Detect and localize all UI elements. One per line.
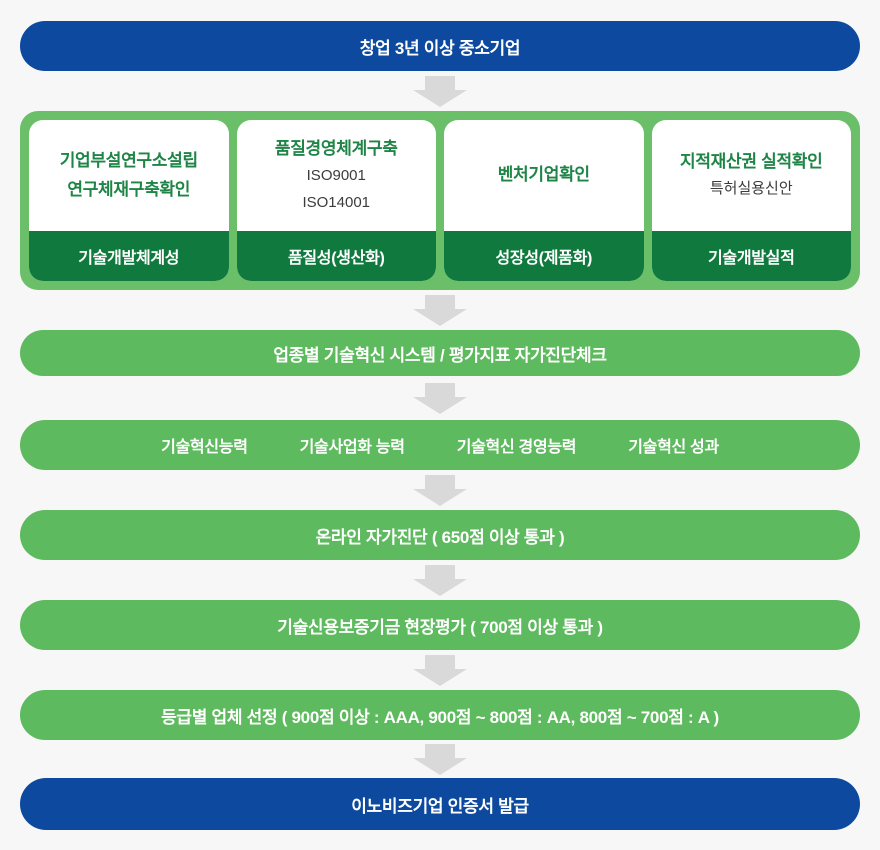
- step-pill-capabilities: 기술혁신능력 기술사업화 능력 기술혁신 경영능력 기술혁신 성과: [20, 420, 860, 470]
- card-subtitle: 특허실용신안: [709, 180, 793, 198]
- step-pill-grade-selection: 등급별 업체 선정 ( 900점 이상 : AAA, 900점 ~ 800점 :…: [20, 690, 860, 740]
- card-title: 벤처기업확인: [497, 165, 590, 185]
- step-label: 등급별 업체 선정 ( 900점 이상 : AAA, 900점 ~ 800점 :…: [161, 707, 719, 727]
- card-venture-confirmation: 벤처기업확인 성장성(제품화): [444, 120, 644, 281]
- start-pill: 창업 3년 이상 중소기업: [20, 21, 860, 71]
- card-footer: 성장성(제품화): [444, 231, 644, 281]
- card-quality-management: 품질경영체계구축 ISO9001 ISO14001 품질성(생산화): [236, 120, 436, 281]
- card-footer: 기술개발체계성: [29, 231, 229, 281]
- step-pill-field-evaluation: 기술신용보증기금 현장평가 ( 700점 이상 통과 ): [20, 600, 860, 650]
- card-subtitle: ISO9001: [306, 167, 366, 185]
- card-title: 기업부설연구소설립: [59, 151, 198, 171]
- step-label: 기술신용보증기금 현장평가 ( 700점 이상 통과 ): [277, 617, 603, 637]
- down-arrow-icon: [20, 71, 860, 111]
- card-footer: 기술개발실적: [651, 231, 851, 281]
- card-rnd-institute: 기업부설연구소설립 연구체재구축확인 기술개발체계성: [29, 120, 229, 281]
- end-pill: 이노비즈기업 인증서 발급: [20, 778, 860, 830]
- step-pill-self-check: 업종별 기술혁신 시스템 / 평가지표 자가진단체크: [20, 330, 860, 376]
- step-label: 업종별 기술혁신 시스템 / 평가지표 자가진단체크: [273, 345, 607, 365]
- step-pill-online-diagnosis: 온라인 자가진단 ( 650점 이상 통과 ): [20, 510, 860, 560]
- capability-label: 기술혁신 성과: [628, 439, 719, 456]
- capability-label: 기술사업화 능력: [299, 439, 405, 456]
- capability-labels: 기술혁신능력 기술사업화 능력 기술혁신 경영능력 기술혁신 성과: [20, 433, 860, 457]
- capability-label: 기술혁신능력: [161, 439, 248, 456]
- card-title: 품질경영체계구축: [274, 139, 398, 159]
- down-arrow-icon: [20, 376, 860, 420]
- start-pill-label: 창업 3년 이상 중소기업: [359, 38, 521, 58]
- card-intellectual-property: 지적재산권 실적확인 특허실용신안 기술개발실적: [651, 120, 851, 281]
- capability-label: 기술혁신 경영능력: [456, 439, 577, 456]
- down-arrow-icon: [20, 650, 860, 690]
- end-pill-label: 이노비즈기업 인증서 발급: [351, 796, 529, 816]
- card-title: 연구체재구축확인: [67, 179, 191, 199]
- down-arrow-icon: [20, 470, 860, 510]
- card-footer: 품질성(생산화): [236, 231, 436, 281]
- down-arrow-icon: [20, 560, 860, 600]
- down-arrow-icon: [20, 290, 860, 330]
- card-title: 지적재산권 실적확인: [680, 152, 823, 172]
- down-arrow-icon: [20, 740, 860, 778]
- qualification-cards-group: 기업부설연구소설립 연구체재구축확인 기술개발체계성 품질경영체계구축 ISO9…: [20, 111, 860, 290]
- card-subtitle: ISO14001: [302, 193, 371, 211]
- step-label: 온라인 자가진단 ( 650점 이상 통과 ): [315, 527, 565, 547]
